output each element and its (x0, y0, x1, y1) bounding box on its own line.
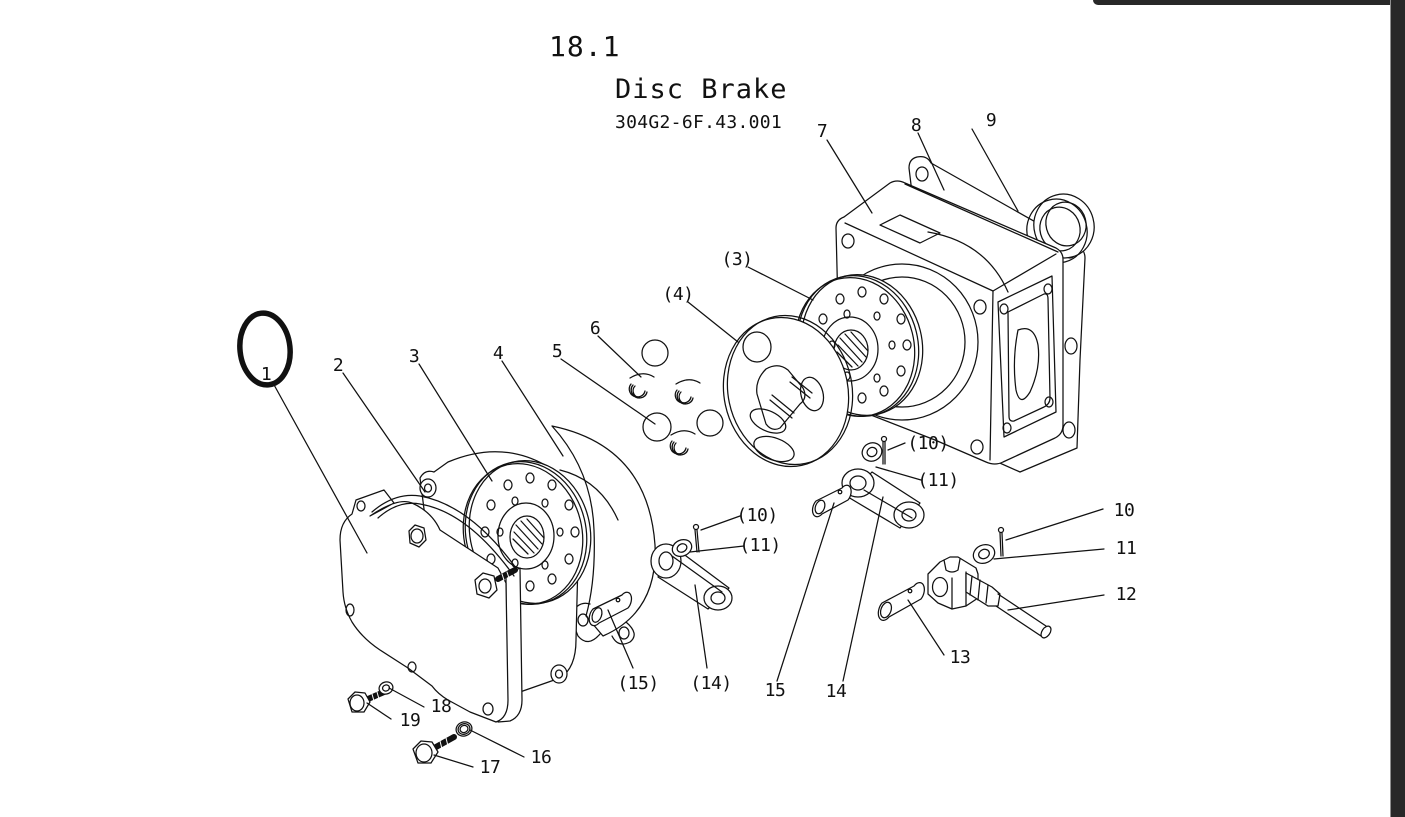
part-pin-15-right (811, 484, 852, 518)
callout-10p-upper: (10) (907, 433, 948, 454)
part-cotter-pin-10-upper (880, 435, 888, 465)
callout-10p-center: (10) (736, 505, 777, 526)
callout-11p-center: (11) (739, 535, 780, 556)
section-number: 18.1 (549, 30, 621, 63)
part-washer-16 (455, 721, 473, 737)
part-balls-5 (641, 339, 724, 442)
part-cotter-pin-10-center (692, 523, 700, 553)
leader-line (687, 301, 739, 343)
leader-line (366, 702, 392, 720)
part-cam-plate-4 (722, 314, 854, 468)
part-pin-13 (877, 582, 925, 621)
leader-line (433, 754, 474, 768)
leader-line (560, 358, 656, 425)
callout-14p: (14) (690, 673, 731, 694)
callout-12: 12 (1116, 584, 1137, 605)
leader-line (597, 335, 642, 378)
callout-6: 6 (590, 318, 600, 339)
leader-line (694, 584, 708, 669)
part-washer-11-right (972, 543, 996, 565)
callout-4: 4 (493, 343, 503, 364)
part-washer-18 (378, 681, 394, 695)
window-frame-top (1093, 0, 1405, 5)
leader-line (418, 363, 493, 482)
leader-line (1005, 508, 1104, 541)
leader-line (887, 442, 906, 451)
callout-1: 1 (261, 364, 271, 385)
leader-line (971, 128, 1019, 212)
leader-line (700, 515, 741, 531)
callout-8: 8 (911, 115, 921, 136)
window-frame-right (1390, 0, 1405, 817)
leader-line (747, 266, 814, 301)
callout-3: 3 (409, 346, 419, 367)
leader-line (842, 496, 884, 682)
part-washer-11-center (671, 538, 693, 558)
leader-lines (272, 128, 1105, 768)
leader-line (875, 466, 922, 481)
leader-line (689, 545, 745, 553)
callout-15: 15 (765, 680, 786, 701)
drawing-title: Disc Brake (615, 74, 788, 105)
part-cotter-pin-10-right (997, 526, 1005, 557)
callout-16: 16 (531, 747, 552, 768)
callout-10: 10 (1114, 500, 1135, 521)
part-springs-6 (628, 373, 701, 456)
callout-14: 14 (826, 681, 847, 702)
callout-15p: (15) (617, 673, 658, 694)
callout-9: 9 (986, 110, 996, 131)
part-bolt-19 (347, 689, 387, 713)
part-pin-15-center (588, 591, 633, 627)
callout-11p-upper: (11) (917, 470, 958, 491)
part-seal-ring-9 (1026, 193, 1095, 264)
callout-4p: (4) (662, 284, 693, 305)
leader-line (501, 360, 564, 457)
callout-13: 13 (950, 647, 971, 668)
leader-line (917, 132, 945, 191)
callout-11: 11 (1116, 538, 1137, 559)
part-number: 304G2-6F.43.001 (615, 112, 783, 133)
callout-17: 17 (480, 757, 501, 778)
part-o-ring-1 (237, 310, 293, 388)
callout-19: 19 (400, 710, 421, 731)
part-bolt-17 (412, 734, 457, 764)
callout-7: 7 (817, 121, 827, 142)
part-clevis-rod-12 (927, 556, 1052, 639)
leader-line (272, 382, 368, 554)
callout-5: 5 (552, 341, 562, 362)
leader-line (776, 502, 835, 682)
part-washer-11-upper (861, 442, 883, 462)
part-housing-cover-4 (551, 425, 656, 645)
part-lever-14-center (650, 543, 733, 611)
leader-line (342, 372, 426, 493)
leader-line (993, 548, 1105, 560)
callout-labels: 1 2 3 4 5 6 7 8 9 (3) (4) (10) (11) (10)… (261, 110, 1137, 778)
leader-line (907, 599, 945, 656)
leader-line (469, 729, 525, 758)
part-cover-plate (339, 489, 523, 723)
callout-3p: (3) (721, 249, 752, 270)
leader-line (388, 687, 425, 708)
leader-line (1007, 594, 1105, 611)
callout-18: 18 (431, 696, 452, 717)
callout-2: 2 (333, 355, 343, 376)
leader-line (607, 609, 634, 669)
leader-line (826, 139, 873, 214)
